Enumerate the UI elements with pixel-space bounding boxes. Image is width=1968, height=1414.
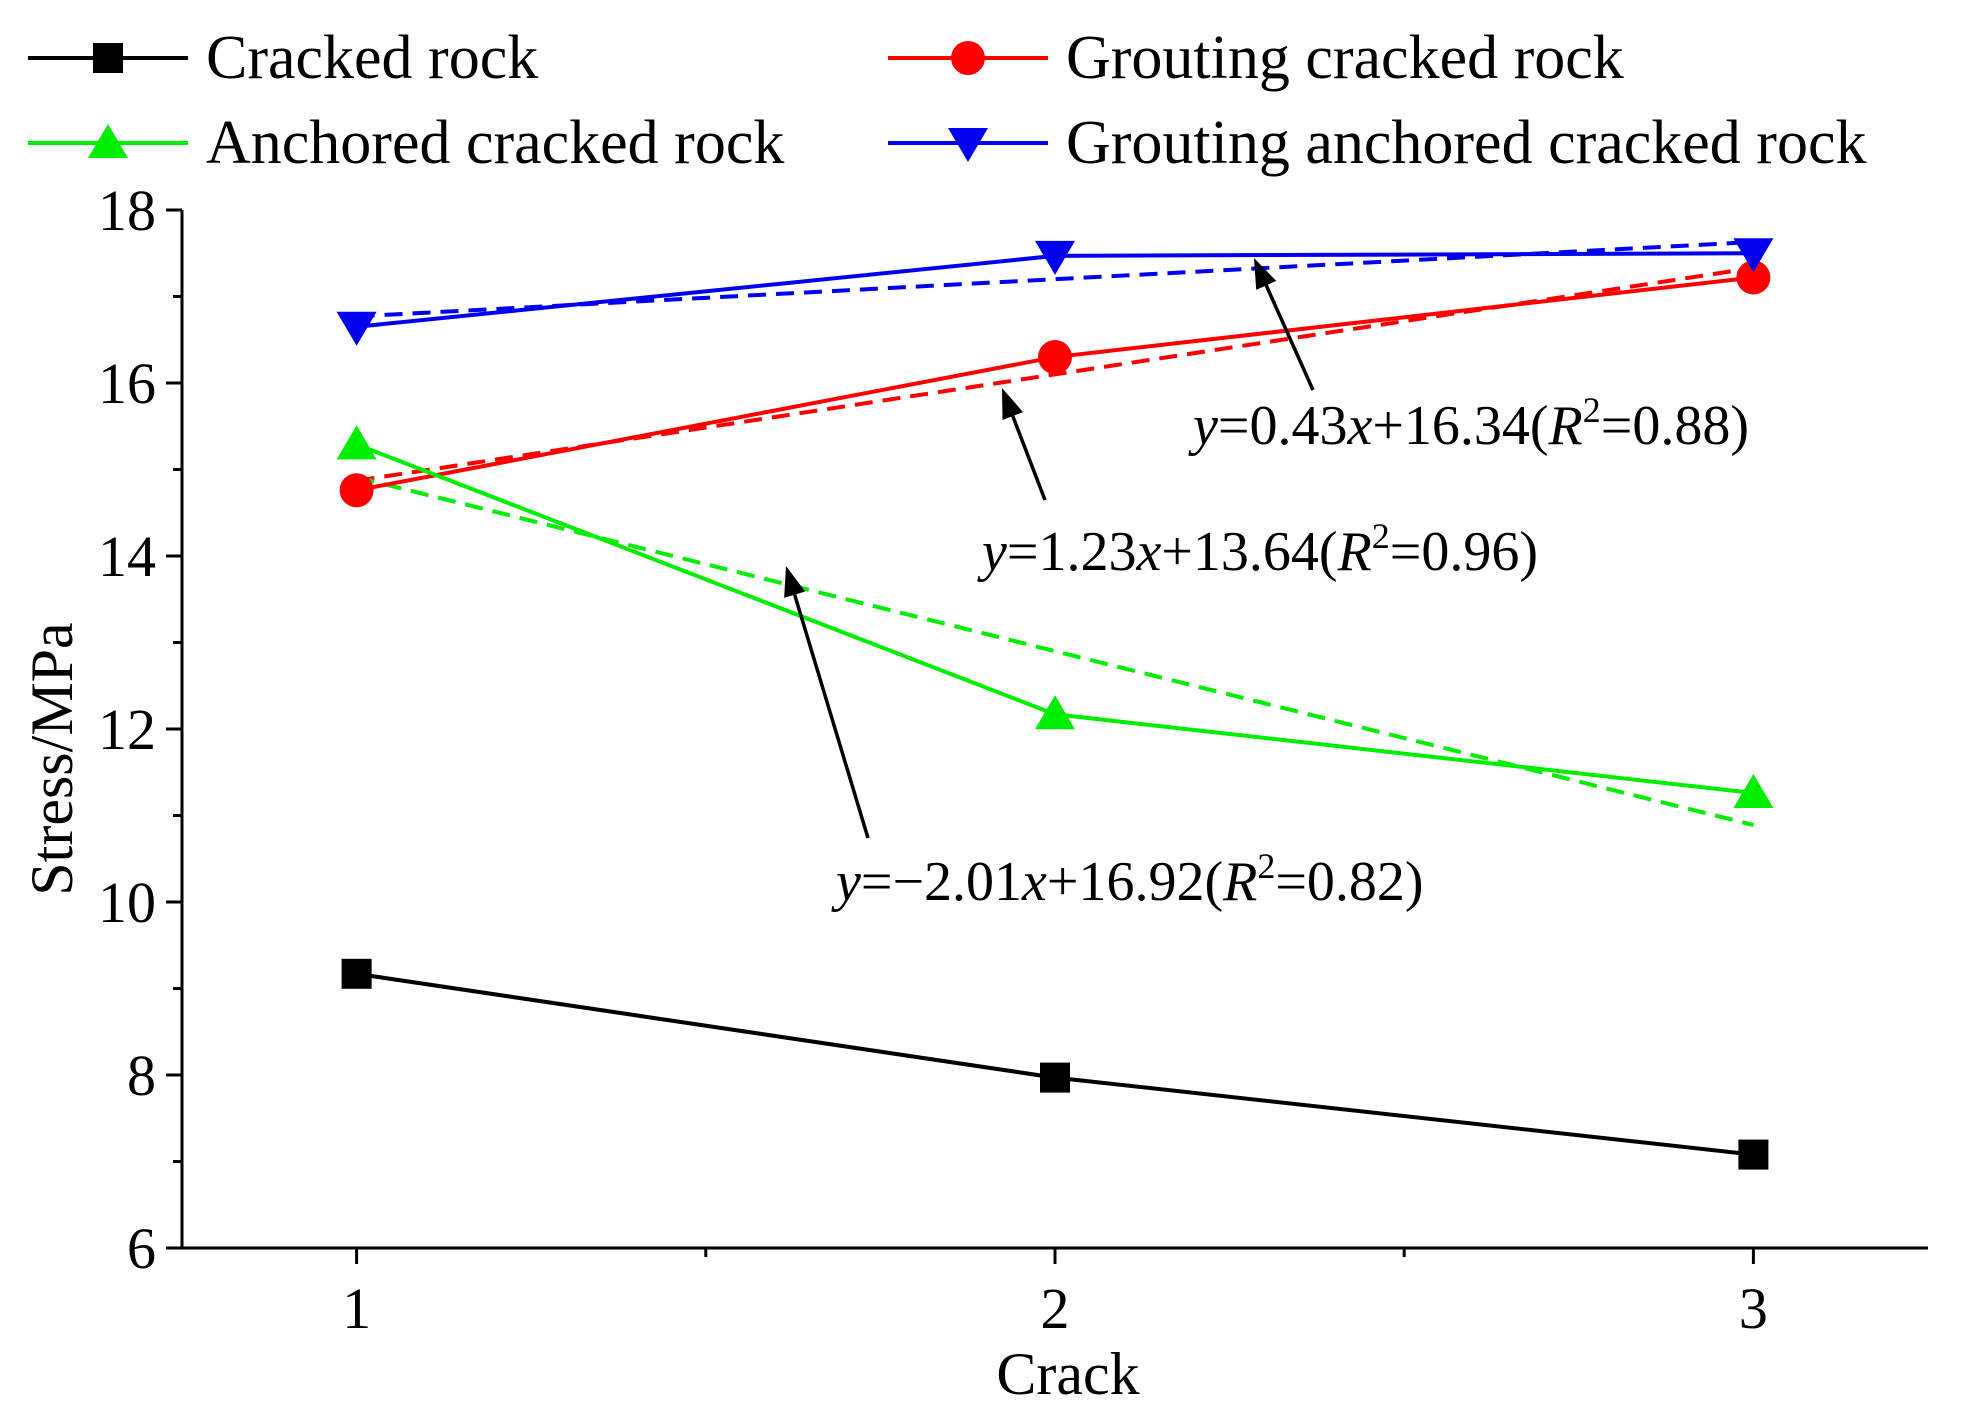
legend-marker-3	[948, 128, 988, 162]
legend: Cracked rock Grouting cracked rockAnchore…	[28, 24, 1866, 177]
series-0-point-2	[1738, 1139, 1769, 1170]
fit-equation-0-sup: 2	[1372, 516, 1390, 556]
series-0-point-0	[341, 958, 372, 989]
plot-area	[336, 238, 1774, 1170]
x-axis-title: Crack	[996, 1341, 1139, 1407]
fit-equation-1: y=−2.01x+16.92(R2=0.82)	[831, 846, 1424, 913]
fit-equation-0: y=1.23x+13.64(R2=0.96)	[977, 516, 1538, 583]
legend-label-3: Grouting anchored cracked rock	[1066, 109, 1866, 177]
x-tick-label-2: 3	[1739, 1276, 1768, 1341]
series-2-point-0	[336, 425, 377, 460]
y-axis-title: Stress/MPa	[19, 622, 85, 895]
x-tick-label-0: 1	[342, 1276, 371, 1341]
fit-arrow-1-shaft	[792, 594, 870, 839]
fit-arrow-0-shaft	[1011, 415, 1047, 501]
legend-marker-2	[88, 124, 128, 158]
fit-arrow-1-head	[784, 566, 806, 598]
y-tick-label-2: 10	[98, 870, 156, 935]
fit-equation-0-intercept: +13.64(	[1161, 521, 1337, 583]
fit-equation-1-sup: 2	[1257, 846, 1275, 886]
x-tick-label-1: 2	[1041, 1276, 1070, 1341]
fit-arrow-2-head	[1254, 258, 1277, 290]
fit-annotations: y=1.23x+13.64(R2=0.96)y=−2.01x+16.92(R2=…	[784, 258, 1749, 913]
series-line-1	[356, 275, 1754, 493]
series-1-point-1	[1038, 340, 1072, 375]
series-3-point-2	[1733, 238, 1774, 273]
fit-equation-0-r: R	[1337, 521, 1372, 583]
series-2-point-2	[1733, 774, 1774, 809]
y-tick-label-1: 8	[127, 1043, 156, 1108]
fit-equation-2-x: x	[1346, 395, 1372, 457]
legend-label-2: Anchored cracked rock	[206, 109, 784, 177]
fit-equation-2-y: y	[1188, 395, 1218, 457]
y-tick-label-6: 18	[98, 178, 156, 243]
legend-label-0: Cracked rock	[206, 24, 538, 92]
fit-equation-2-r2: =0.88)	[1601, 395, 1749, 457]
series-1-point-0	[339, 473, 374, 508]
y-tick-label-0: 6	[127, 1216, 156, 1281]
fit-equation-0-x: x	[1135, 521, 1161, 583]
legend-marker-1	[951, 41, 985, 75]
legend-marker-0	[93, 43, 123, 73]
series-1-point-2	[1736, 260, 1771, 295]
fit-equation-1-coef: =−2.01	[861, 851, 1022, 913]
fit-equation-1-x: x	[1021, 851, 1047, 913]
fit-equation-1-r2: =0.82)	[1275, 851, 1423, 913]
legend-label-1: Grouting cracked rock	[1066, 24, 1624, 92]
fit-equation-2-sup: 2	[1583, 390, 1601, 430]
fit-equation-0-y: y	[977, 521, 1007, 583]
series-line-2	[355, 442, 1754, 795]
series-0-point-1	[1040, 1062, 1070, 1093]
series-2-point-1	[1035, 695, 1075, 730]
y-tick-label-3: 12	[98, 697, 156, 762]
series-3-point-0	[336, 311, 377, 346]
fit-arrow-0-head	[1002, 388, 1024, 420]
fit-equation-0-r2: =0.96)	[1390, 521, 1538, 583]
fit-equation-1-y: y	[831, 851, 861, 913]
fit-equation-2: y=0.43x+16.34(R2=0.88)	[1188, 390, 1749, 457]
fit-equation-1-intercept: +16.92(	[1047, 851, 1223, 913]
y-tick-label-4: 14	[98, 524, 156, 589]
fit-equation-2-coef: =0.43	[1218, 395, 1348, 457]
fit-arrow-2-shaft	[1264, 284, 1315, 391]
series-3-point-1	[1035, 240, 1075, 275]
fit-equation-2-intercept: +16.34(	[1372, 395, 1548, 457]
fit-equation-0-coef: =1.23	[1007, 521, 1137, 583]
fit-equation-1-r: R	[1222, 851, 1257, 913]
y-tick-label-5: 16	[98, 351, 156, 416]
fit-equation-2-r: R	[1548, 395, 1583, 457]
